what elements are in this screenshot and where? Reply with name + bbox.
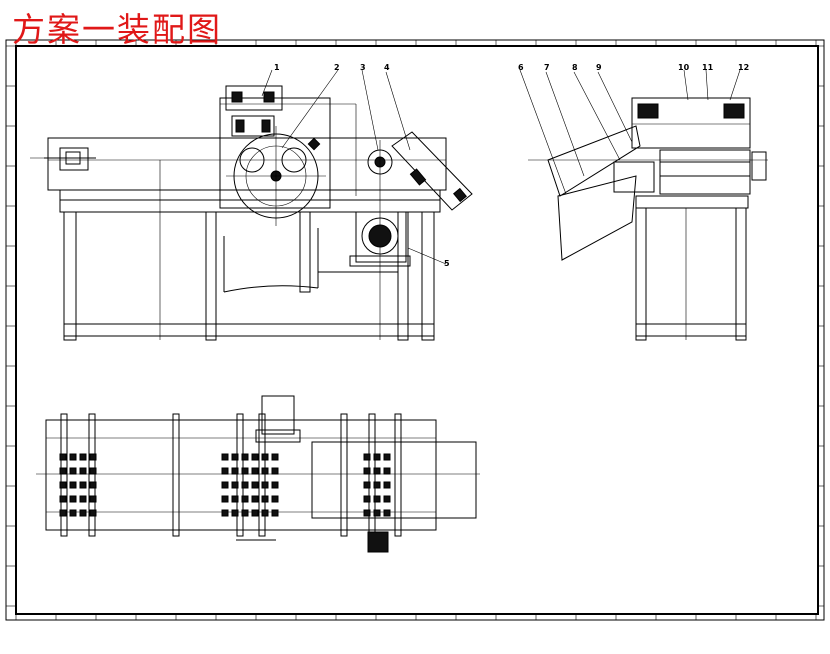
- callout-12: 12: [738, 63, 749, 72]
- callout-5: 5: [444, 259, 450, 268]
- callout-9: 9: [596, 63, 602, 72]
- side-view: [519, 69, 768, 341]
- callout-10: 10: [678, 63, 690, 72]
- top-view: [36, 395, 480, 553]
- callout-4: 4: [384, 63, 390, 72]
- callout-1: 1: [274, 63, 280, 72]
- callout-8: 8: [572, 63, 578, 72]
- callout-6: 6: [518, 63, 524, 72]
- drawing-title: 方案一装配图: [12, 10, 222, 49]
- front-view: [30, 69, 473, 341]
- callout-7: 7: [544, 63, 550, 72]
- callout-11: 11: [702, 63, 714, 72]
- callout-3: 3: [360, 63, 366, 72]
- drawing-frame: [5, 39, 825, 621]
- callout-2: 2: [334, 63, 340, 72]
